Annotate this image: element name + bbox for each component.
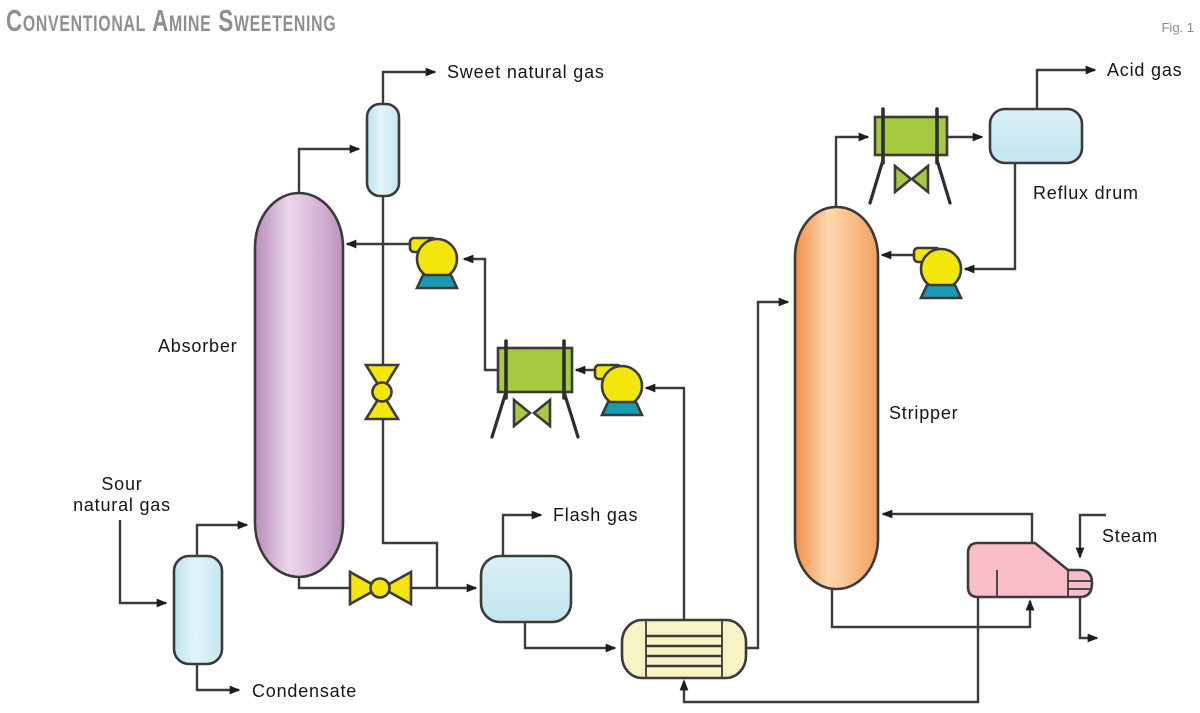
label-absorber: Absorber	[158, 336, 237, 356]
condenser-shell	[873, 115, 949, 157]
absorber-column	[253, 191, 345, 579]
pipe-lean-draw	[679, 595, 980, 704]
pipe-reboiler-vapor-return	[881, 509, 1034, 544]
pipe-separator-overhead	[195, 520, 249, 556]
pipe-bottoms-to-reboiler	[830, 587, 1035, 629]
booster-pump	[593, 363, 645, 417]
reboiler	[966, 541, 1094, 599]
label-steam: Steam	[1102, 526, 1158, 546]
pipe-cooler-to-charge-pump	[462, 254, 500, 372]
label-sour-gas-line2: natural gas	[73, 495, 171, 515]
flash-drum	[479, 554, 573, 624]
overhead-condenser	[868, 107, 952, 205]
letdown-valve	[348, 569, 413, 607]
reflux-pump	[912, 246, 964, 300]
pipe-sweet-gas-out	[381, 67, 437, 106]
stream-labels: Sweet natural gas Acid gas Reflux drum A…	[73, 60, 1182, 701]
label-stripper: Stripper	[889, 403, 958, 423]
lean-rich-exchanger	[620, 618, 748, 680]
outlet-scrubber-vessel	[365, 102, 401, 198]
pipe-rich-to-stripper	[744, 297, 790, 650]
condenser-fan-icon	[909, 163, 930, 195]
pipe-acid-gas-out	[1035, 65, 1097, 110]
inlet-separator-vessel	[172, 554, 224, 666]
pipe-steam-in	[1075, 513, 1106, 559]
reflux-drum-vessel	[988, 107, 1084, 165]
pipe-steam-condensate-out	[1078, 596, 1099, 643]
pump-base	[918, 283, 964, 300]
pipe-flash-gas-out	[501, 510, 543, 558]
pipe-absorber-overhead	[297, 144, 361, 196]
pipe-sour-feed	[118, 520, 168, 608]
pump-base	[414, 273, 460, 290]
label-sour-gas-line1: Sour	[101, 474, 142, 494]
lean-amine-cooler	[490, 339, 580, 439]
pipe-lean-to-booster-pump	[644, 383, 686, 622]
cooler-fan-icon	[531, 397, 552, 429]
pipe-condensate-out	[195, 664, 241, 695]
pipe-stripper-overhead	[834, 132, 870, 210]
reboiler-shell	[966, 541, 1094, 599]
pipe-drum-to-reflux-pump	[963, 161, 1017, 274]
pipe-flash-to-exchanger	[523, 621, 617, 653]
label-condensate: Condensate	[252, 681, 357, 701]
drain-valve	[363, 363, 401, 421]
condenser-fan-icon	[893, 163, 914, 195]
figure-number: Fig. 1	[1161, 20, 1194, 35]
stripper-column	[793, 205, 880, 591]
label-acid-gas: Acid gas	[1107, 60, 1182, 80]
cooler-shell	[496, 346, 574, 394]
exchanger-shell	[620, 618, 748, 680]
label-sweet-gas: Sweet natural gas	[447, 62, 605, 82]
label-flash-gas: Flash gas	[553, 505, 638, 525]
label-reflux-drum: Reflux drum	[1033, 183, 1139, 203]
charge-pump	[408, 236, 460, 290]
page-title: Conventional Amine Sweetening	[6, 3, 337, 38]
pump-base	[599, 400, 645, 417]
cooler-fan-icon	[512, 397, 533, 429]
